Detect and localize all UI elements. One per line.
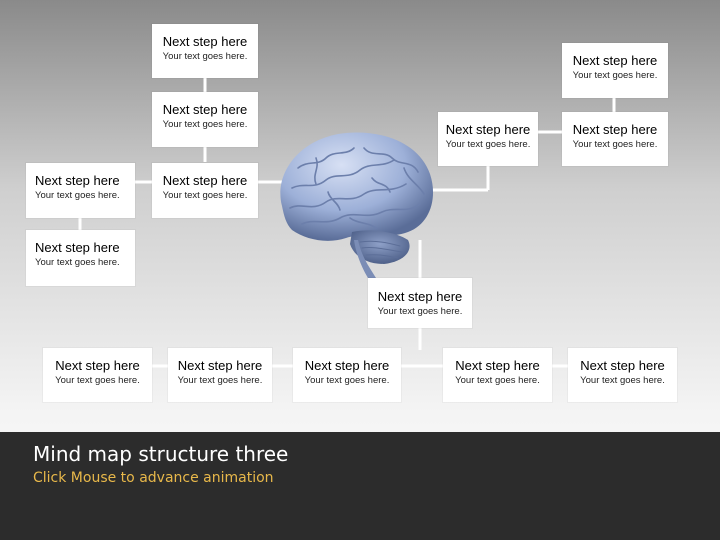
mind-map-node: Next step here Your text goes here. bbox=[568, 348, 677, 402]
mind-map-node: Next step here Your text goes here. bbox=[26, 230, 135, 286]
mind-map-node: Next step here Your text goes here. bbox=[152, 24, 258, 78]
mind-map-node: Next step here Your text goes here. bbox=[562, 112, 668, 166]
node-title: Next step here bbox=[55, 358, 140, 373]
node-title: Next step here bbox=[572, 53, 658, 68]
node-title: Next step here bbox=[162, 102, 248, 117]
node-text: Your text goes here. bbox=[572, 139, 658, 150]
node-title: Next step here bbox=[304, 358, 390, 373]
node-text: Your text goes here. bbox=[455, 375, 540, 386]
node-title: Next step here bbox=[580, 358, 665, 373]
slide-subtitle: Click Mouse to advance animation bbox=[33, 470, 274, 486]
node-text: Your text goes here. bbox=[162, 119, 248, 130]
node-text: Your text goes here. bbox=[572, 70, 658, 81]
node-title: Next step here bbox=[377, 289, 463, 304]
node-text: Your text goes here. bbox=[304, 375, 390, 386]
mind-map-node: Next step here Your text goes here. bbox=[443, 348, 552, 402]
node-title: Next step here bbox=[35, 173, 120, 188]
mind-map-node: Next step here Your text goes here. bbox=[152, 92, 258, 147]
node-title: Next step here bbox=[162, 173, 248, 188]
mind-map-node: Next step here Your text goes here. bbox=[438, 112, 538, 166]
node-title: Next step here bbox=[445, 122, 531, 137]
mind-map-node: Next step here Your text goes here. bbox=[562, 43, 668, 98]
node-text: Your text goes here. bbox=[177, 375, 263, 386]
slide-title: Mind map structure three bbox=[33, 442, 289, 466]
node-title: Next step here bbox=[572, 122, 658, 137]
footer-bar: Mind map structure three Click Mouse to … bbox=[0, 432, 720, 540]
node-title: Next step here bbox=[177, 358, 263, 373]
node-title: Next step here bbox=[455, 358, 540, 373]
mind-map-node: Next step here Your text goes here. bbox=[26, 163, 135, 218]
node-text: Your text goes here. bbox=[445, 139, 531, 150]
mind-map-node: Next step here Your text goes here. bbox=[368, 278, 472, 328]
mind-map-node: Next step here Your text goes here. bbox=[43, 348, 152, 402]
node-text: Your text goes here. bbox=[35, 190, 120, 201]
connector-lines bbox=[0, 0, 720, 432]
mind-map-node: Next step here Your text goes here. bbox=[152, 163, 258, 218]
node-text: Your text goes here. bbox=[580, 375, 665, 386]
node-text: Your text goes here. bbox=[162, 51, 248, 62]
brain-image bbox=[280, 132, 434, 278]
node-text: Your text goes here. bbox=[35, 257, 120, 268]
node-text: Your text goes here. bbox=[55, 375, 140, 386]
mind-map-node: Next step here Your text goes here. bbox=[293, 348, 401, 402]
node-text: Your text goes here. bbox=[162, 190, 248, 201]
mind-map-node: Next step here Your text goes here. bbox=[168, 348, 272, 402]
node-title: Next step here bbox=[162, 34, 248, 49]
node-text: Your text goes here. bbox=[377, 306, 463, 317]
mind-map: Next step here Your text goes here. Next… bbox=[0, 0, 720, 432]
node-title: Next step here bbox=[35, 240, 120, 255]
